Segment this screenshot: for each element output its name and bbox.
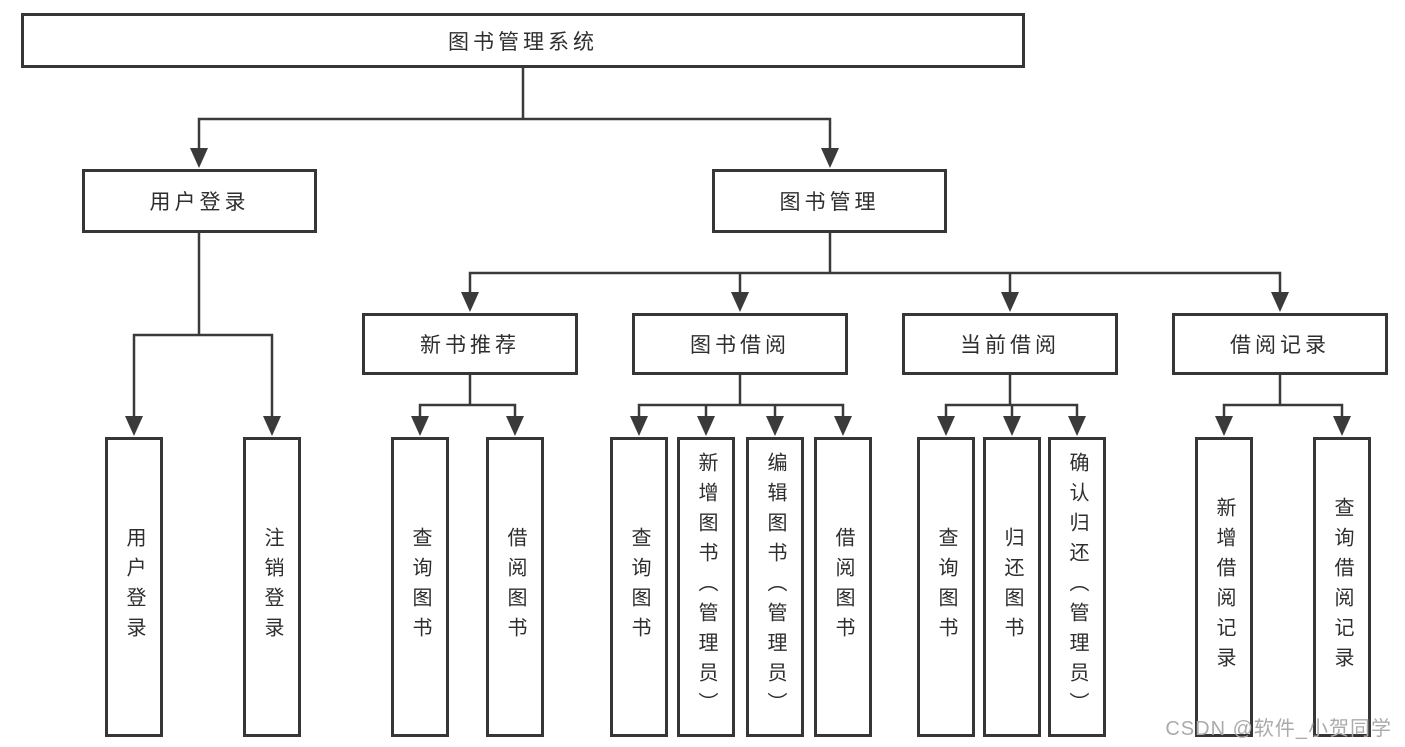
node-label: 当前借阅: [960, 334, 1060, 357]
node-user-login: 用户登录: [82, 169, 317, 233]
node-label: 归还图书: [1001, 527, 1023, 647]
leaf-query-books-current: 查询图书: [917, 437, 975, 737]
leaf-query-borrow-record: 查询借阅记录: [1313, 437, 1371, 737]
leaf-confirm-return-admin: 确认归还（管理员）: [1048, 437, 1106, 737]
leaf-logout: 注销登录: [243, 437, 301, 737]
node-label: 借阅图书: [504, 527, 526, 647]
leaf-edit-books-admin: 编辑图书（管理员）: [746, 437, 804, 737]
node-label: 图书管理系统: [448, 30, 598, 54]
leaf-return-books: 归还图书: [983, 437, 1041, 737]
leaf-borrow-books: 借阅图书: [814, 437, 872, 737]
leaf-add-books-admin: 新增图书（管理员）: [677, 437, 735, 737]
node-label: 查询图书: [409, 527, 431, 647]
node-book-management: 图书管理: [712, 169, 947, 233]
node-label: 借阅图书: [832, 527, 854, 647]
leaf-add-borrow-record: 新增借阅记录: [1195, 437, 1253, 737]
leaf-query-books-borrow: 查询图书: [610, 437, 668, 737]
node-label: 查询借阅记录: [1331, 497, 1353, 677]
node-label: 图书借阅: [690, 334, 790, 357]
node-current-borrowing: 当前借阅: [902, 313, 1118, 375]
node-new-book-recommendation: 新书推荐: [362, 313, 578, 375]
node-label: 查询图书: [935, 527, 957, 647]
node-label: 用户登录: [123, 527, 145, 647]
node-label: 新增图书（管理员）: [695, 452, 717, 722]
leaf-borrow-books-recommend: 借阅图书: [486, 437, 544, 737]
node-label: 借阅记录: [1230, 334, 1330, 357]
node-label: 新增借阅记录: [1213, 497, 1235, 677]
node-library-management-system: 图书管理系统: [21, 13, 1025, 68]
node-label: 用户登录: [149, 191, 250, 214]
node-label: 查询图书: [628, 527, 650, 647]
node-book-borrowing: 图书借阅: [632, 313, 848, 375]
csdn-watermark: CSDN @软件_小贺同学: [1165, 718, 1392, 740]
leaf-user-login: 用户登录: [105, 437, 163, 737]
node-label: 注销登录: [261, 527, 283, 647]
arrowhead-icons: [125, 148, 1351, 436]
node-label: 确认归还（管理员）: [1066, 452, 1088, 722]
leaf-query-books-recommend: 查询图书: [391, 437, 449, 737]
node-label: 新书推荐: [420, 334, 520, 357]
node-borrowing-records: 借阅记录: [1172, 313, 1388, 375]
node-label: 图书管理: [779, 191, 880, 214]
node-label: 编辑图书（管理员）: [764, 452, 786, 722]
